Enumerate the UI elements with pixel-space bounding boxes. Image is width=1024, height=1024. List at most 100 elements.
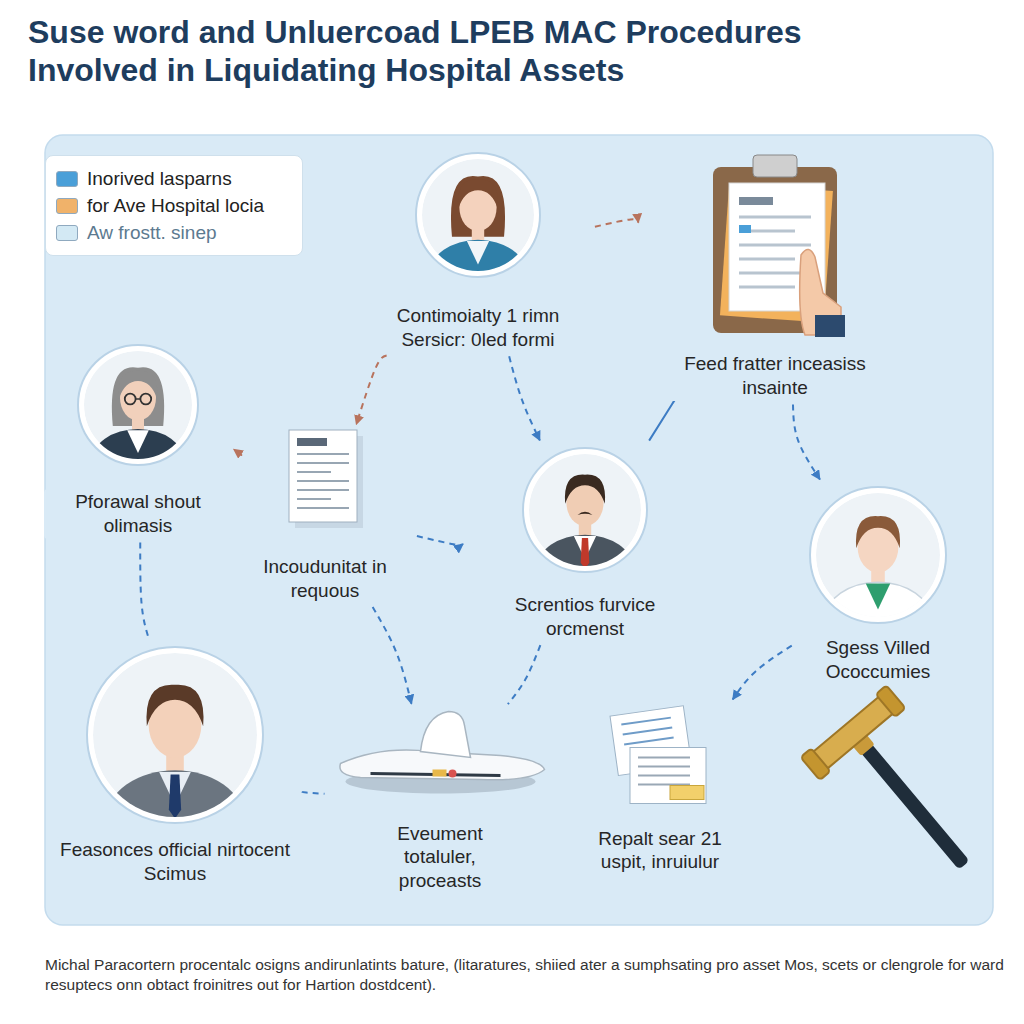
- glasses: [125, 394, 136, 405]
- avatar-figure: [93, 653, 257, 867]
- legend-text: for Ave Hospital locia: [87, 194, 264, 218]
- gavel-illustration: [801, 685, 1008, 901]
- flow-connector: [373, 607, 412, 704]
- paper-line: [638, 765, 690, 767]
- flow-connector: [793, 404, 820, 479]
- paper-tag: [670, 785, 704, 799]
- sleeve: [815, 315, 845, 337]
- hair: [856, 516, 900, 548]
- page-header: [297, 438, 327, 446]
- page-line: [297, 498, 331, 500]
- paper-line: [624, 737, 674, 744]
- flow-connector: [140, 542, 149, 639]
- node-label: Sgess Villed Ococcumies: [799, 635, 957, 685]
- legend-swatch: [56, 225, 78, 241]
- avatar-icon: [74, 341, 202, 469]
- person-node: Pforawal shout olimasis: [40, 341, 236, 539]
- legend-item: Aw frostt. sinep: [56, 221, 292, 245]
- mustache: [578, 512, 593, 515]
- hair-back: [112, 367, 164, 426]
- avatar-figure: [422, 159, 534, 308]
- person-node: Sgess Villed Ococcumies: [795, 483, 961, 685]
- person-node: Feasonces official nirtocent Scimus: [52, 643, 298, 887]
- gavel-cap: [801, 748, 831, 780]
- equipment-part: [432, 769, 446, 776]
- avatar-ring: [523, 448, 647, 572]
- page: [289, 430, 357, 522]
- legend-item: Inorived lasparns: [56, 167, 292, 191]
- collar: [467, 241, 489, 265]
- avatar-ring: [810, 487, 946, 623]
- collar: [127, 430, 149, 453]
- legend-item: for Ave Hospital locia: [56, 194, 292, 218]
- paper-line: [638, 756, 690, 758]
- hair: [146, 685, 203, 727]
- legend-box: Inorived lasparns for Ave Hospital lociaA…: [45, 155, 303, 256]
- avatar-ring: [78, 345, 198, 465]
- legend-text: Inorived lasparns: [87, 167, 232, 191]
- glasses: [140, 394, 151, 405]
- avatar-icon: [519, 444, 651, 576]
- flow-connector: [649, 401, 674, 441]
- avatar-icon: [806, 483, 950, 627]
- flow-connector: [595, 219, 638, 226]
- flow-connector: [733, 646, 792, 700]
- page-line: [297, 507, 349, 509]
- clipboard-node: Feed fratter inceasiss insainte: [642, 155, 908, 401]
- diagram-title: Suse word and Unluercoad LPEB MAC Proced…: [28, 14, 928, 90]
- legend-swatch: [56, 171, 78, 187]
- page-line: [297, 489, 349, 491]
- collar: [866, 584, 890, 610]
- avatar-icon: [83, 643, 267, 827]
- gavel-cap: [876, 685, 906, 717]
- papers-icon: [610, 703, 710, 808]
- sheet-line: [739, 216, 811, 219]
- body: [91, 429, 185, 495]
- flow-connector: [509, 356, 540, 440]
- paper-line: [638, 774, 690, 776]
- flow-connector: [234, 449, 242, 455]
- avatar-figure: [84, 351, 192, 495]
- hair: [458, 180, 498, 209]
- main-panel: [45, 135, 993, 925]
- legend-text: Aw frostt. sinep: [87, 221, 217, 245]
- title-text: Suse word and Unluercoad LPEB MAC Proced…: [28, 14, 928, 90]
- equipment-node: Eveument totaluler, proceasts: [329, 708, 552, 894]
- paper-line: [621, 717, 671, 724]
- equipment-icon: [333, 708, 548, 803]
- glasses-bridge: [136, 398, 141, 400]
- avatar-icon: [412, 149, 544, 281]
- sheet-line: [739, 244, 811, 247]
- page-line: [297, 471, 331, 473]
- sheet-mark: [739, 225, 751, 233]
- node-label: Repalt sear 21 uspit, inruiulur: [576, 826, 744, 876]
- paper-front: [630, 747, 706, 803]
- sheet-line: [739, 286, 795, 289]
- node-label: Eveument totaluler, proceasts: [361, 821, 519, 894]
- papers-node: Repalt sear 21 uspit, inruiulur: [572, 703, 748, 876]
- flow-connector: [356, 356, 386, 425]
- node-label: Pforawal shout olimasis: [44, 489, 232, 539]
- hair: [565, 475, 605, 504]
- node-label: Contimoialty 1 rimn Sersicr: 0led formi: [369, 303, 587, 353]
- sheet-header: [739, 197, 773, 205]
- body: [430, 240, 527, 308]
- page-line: [297, 453, 349, 455]
- node-label: Feasonces official nirtocent Scimus: [56, 837, 294, 887]
- flow-connector: [302, 792, 325, 794]
- sheet-line: [739, 258, 795, 261]
- person-node: Contimoialty 1 rimn Sersicr: 0led formi: [365, 149, 591, 353]
- diagram-caption: Michal Paracortern procentalc osigns and…: [45, 955, 1005, 995]
- avatar-figure: [529, 454, 641, 603]
- equipment-arm: [420, 711, 470, 757]
- node-label: Screntios furvice orcmenst: [471, 592, 699, 642]
- gavel-handle: [856, 738, 970, 870]
- equipment-part: [448, 769, 456, 777]
- flow-connector: [508, 645, 540, 704]
- avatar-ring: [416, 153, 540, 277]
- document-icon: [287, 428, 363, 528]
- hair: [119, 371, 158, 399]
- page-line: [297, 480, 349, 482]
- node-label: Incoudunitat in requous: [241, 554, 409, 604]
- tie: [169, 775, 181, 819]
